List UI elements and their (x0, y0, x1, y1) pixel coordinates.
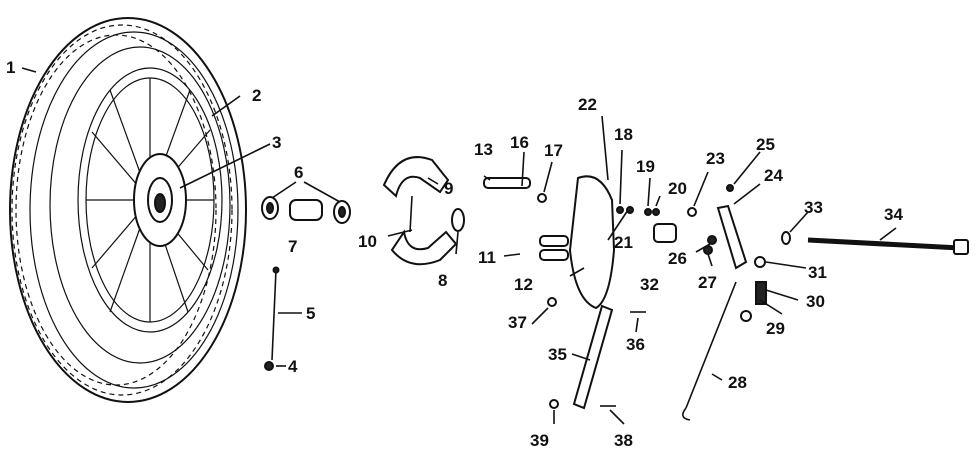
callout-8: 8 (438, 271, 447, 290)
callout-1: 1 (6, 58, 15, 77)
spoke-5 (271, 266, 280, 361)
backing-plate-12 (539, 175, 616, 310)
callout-10: 10 (358, 232, 377, 251)
callout-16: 16 (510, 133, 529, 152)
callout-18: 18 (614, 125, 633, 144)
callout-25: 25 (756, 135, 775, 154)
callout-13: 13 (474, 140, 493, 159)
callout-24: 24 (764, 166, 783, 185)
callout-32: 32 (640, 275, 659, 294)
callout-17: 17 (544, 141, 563, 160)
callout-5: 5 (306, 304, 315, 323)
callout-29: 29 (766, 319, 785, 338)
callout-4: 4 (288, 357, 298, 376)
callout-37: 37 (508, 313, 527, 332)
axle-34 (781, 231, 969, 255)
seal-8 (451, 208, 465, 232)
callout-7: 7 (288, 237, 297, 256)
callout-19: 19 (636, 157, 655, 176)
hub (133, 153, 187, 247)
callout-38: 38 (614, 431, 633, 450)
brake-arm-24 (716, 184, 748, 270)
callout-33: 33 (804, 198, 823, 217)
callout-11: 11 (478, 248, 496, 267)
callout-39: 39 (530, 431, 549, 450)
callout-12: 12 (514, 275, 533, 294)
callout-34: 34 (884, 205, 903, 224)
callout-35: 35 (548, 345, 567, 364)
callout-26: 26 (668, 249, 687, 268)
brake-shoes-9 (382, 156, 458, 266)
tire (9, 17, 247, 403)
spoke-nipple-4 (264, 361, 274, 371)
cam-lever-13 (483, 177, 531, 189)
callout-20: 20 (668, 179, 687, 198)
bearings-6 (261, 196, 351, 224)
callout-labels: 1 2 3 4 5 6 7 8 9 10 11 12 13 16 17 18 1… (6, 58, 903, 450)
nuts-29-31 (740, 256, 767, 322)
callout-28: 28 (728, 373, 747, 392)
callout-22: 22 (578, 95, 597, 114)
callout-9: 9 (444, 179, 453, 198)
callout-30: 30 (806, 292, 825, 311)
callout-23: 23 (706, 149, 725, 168)
callout-2: 2 (252, 86, 261, 105)
callout-31: 31 (808, 263, 827, 282)
callout-3: 3 (272, 133, 281, 152)
callout-21: 21 (614, 233, 633, 252)
callout-6: 6 (294, 163, 303, 182)
callout-27: 27 (698, 273, 717, 292)
spacer-7 (289, 199, 323, 221)
small-parts-row (537, 193, 717, 255)
stay-35 (547, 297, 646, 410)
callout-36: 36 (626, 335, 645, 354)
leader-lines (21, 67, 897, 425)
brake-rod-28 (682, 281, 737, 421)
